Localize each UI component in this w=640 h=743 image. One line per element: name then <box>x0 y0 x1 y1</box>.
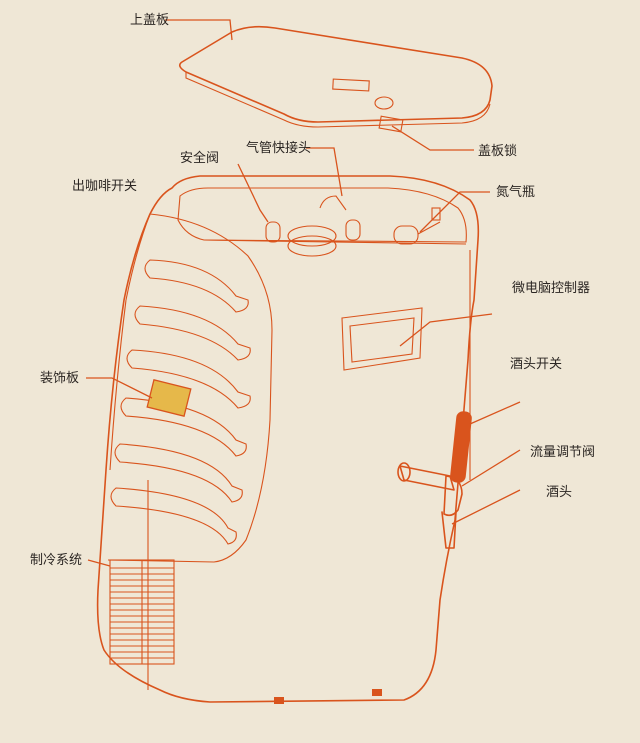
machine-body <box>96 175 480 704</box>
label-nitrogen-bottle: 氮气瓶 <box>496 184 535 200</box>
cooling-grille <box>109 559 175 665</box>
label-gas-connector: 气管快接头 <box>246 140 311 156</box>
label-cover-lock: 盖板锁 <box>478 143 517 159</box>
label-top-cover: 上盖板 <box>130 13 169 28</box>
label-flow-valve: 流量调节阀 <box>530 445 595 460</box>
label-cooling-system: 制冷系统 <box>30 553 82 568</box>
label-microcontroller: 微电脑控制器 <box>512 281 590 296</box>
top-cover <box>178 25 493 133</box>
label-tap-head: 酒头 <box>546 485 572 500</box>
label-decor-panel: 装饰板 <box>40 371 79 386</box>
leader-lines <box>86 19 521 567</box>
labels: 上盖板 盖板锁 安全阀 气管快接头 出咖啡开关 氮气瓶 微电脑控制器 装饰板 酒… <box>30 13 595 568</box>
label-safety-valve: 安全阀 <box>180 150 219 166</box>
tap-assembly <box>397 411 472 549</box>
label-coffee-switch: 出咖啡开关 <box>72 179 137 194</box>
label-tap-switch: 酒头开关 <box>510 357 562 372</box>
